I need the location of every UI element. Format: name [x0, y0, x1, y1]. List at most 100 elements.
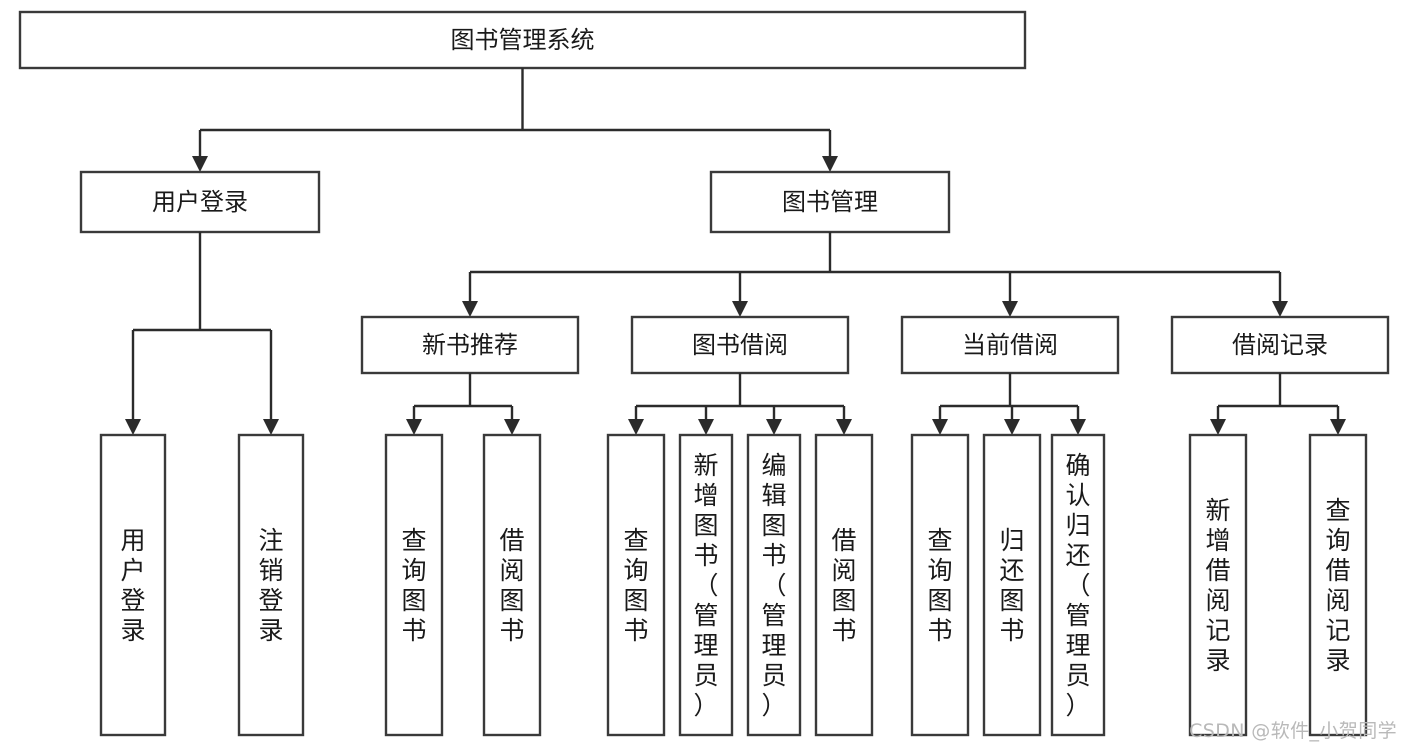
arrow-head-triangle: [192, 156, 208, 172]
leaf-label-char: 销: [258, 556, 283, 585]
arrow-head-triangle: [932, 419, 948, 435]
arrow-head-icon: [932, 406, 948, 435]
leaf-label-char: 员: [761, 661, 786, 690]
node-new-book-recommend: 新书推荐: [360, 315, 580, 375]
leaf-label-char: 借: [1325, 556, 1350, 585]
node-box-leaf-borrow-book-1: [482, 433, 542, 737]
node-label-book-borrow: 图书借阅: [692, 331, 788, 359]
leaf-label-char: 新: [693, 451, 718, 480]
arrow-head-triangle: [1330, 419, 1346, 435]
arrow-head-triangle: [125, 419, 141, 435]
arrow-head-triangle: [1210, 419, 1226, 435]
node-box-root: [18, 10, 1027, 70]
leaf-label-char: 图: [831, 586, 856, 615]
arrow-head-triangle: [698, 419, 714, 435]
node-label-new-book-recommend: 新书推荐: [422, 331, 518, 359]
arrow-head-triangle: [1004, 419, 1020, 435]
leaf-label-char: 编: [761, 451, 786, 480]
leaf-label-char: 录: [120, 616, 145, 645]
leaf-label-char: 书: [499, 616, 524, 645]
leaf-label-char: 管: [761, 601, 786, 630]
node-box-leaf-query-book-1: [384, 433, 444, 737]
leaf-label-char: 录: [1205, 646, 1230, 675]
arrow-head-icon: [822, 130, 838, 172]
node-box-leaf-confirm-return: [1050, 433, 1106, 737]
leaf-label-char: 询: [623, 556, 648, 585]
leaf-label-char: 增: [1205, 526, 1230, 555]
leaf-label-char: 归: [999, 526, 1024, 555]
arrow-head-icon: [1330, 406, 1346, 435]
leaf-label-char: 录: [1325, 646, 1350, 675]
leaf-label-char: 登: [258, 586, 283, 615]
node-leaf-user-login: 用户登录: [99, 433, 167, 737]
leaf-label-char: 增: [693, 481, 718, 510]
node-root: 图书管理系统: [18, 10, 1027, 70]
leaf-label-char: 户: [120, 556, 145, 585]
leaf-label-char: 归: [1065, 511, 1090, 540]
arrow-head-icon: [1002, 272, 1018, 317]
leaf-label-char: 询: [927, 556, 952, 585]
leaf-label-char: 阅: [499, 556, 524, 585]
node-box-book-borrow: [630, 315, 850, 375]
node-box-leaf-borrow-book-2: [814, 433, 874, 737]
arrow-head-triangle: [836, 419, 852, 435]
leaf-label-char: 图: [401, 586, 426, 615]
leaf-label-char: 查: [927, 526, 952, 555]
arrow-head-icon: [406, 406, 422, 435]
node-box-leaf-query-book-3: [910, 433, 970, 737]
arrow-head-icon: [125, 330, 141, 435]
arrow-head-icon: [462, 272, 478, 317]
leaf-label-char: （: [693, 571, 718, 600]
leaf-label-char: 录: [258, 616, 283, 645]
leaf-label-char: 理: [1065, 631, 1090, 660]
leaf-label-char: 查: [623, 526, 648, 555]
leaf-label-char: 询: [1325, 526, 1350, 555]
node-label-user-login: 用户登录: [152, 188, 248, 216]
node-box-leaf-user-logout: [237, 433, 305, 737]
leaf-label-char: （: [761, 571, 786, 600]
node-box-current-borrow: [900, 315, 1120, 375]
arrow-head-triangle: [263, 419, 279, 435]
leaf-label-char: 图: [761, 511, 786, 540]
leaf-label-char: 员: [1065, 661, 1090, 690]
node-box-leaf-add-record: [1188, 433, 1248, 737]
arrow-head-icon: [263, 330, 279, 435]
leaf-label-char: 记: [1325, 616, 1350, 645]
arrow-head-icon: [732, 272, 748, 317]
node-user-login: 用户登录: [79, 170, 321, 234]
node-box-borrow-record: [1170, 315, 1390, 375]
node-box-new-book-recommend: [360, 315, 580, 375]
leaf-label-char: 用: [120, 526, 145, 555]
leaf-label-char: 书: [831, 616, 856, 645]
arrow-head-triangle: [766, 419, 782, 435]
node-box-leaf-user-login: [99, 433, 167, 737]
node-label-root: 图书管理系统: [451, 26, 595, 54]
node-box-leaf-add-book: [678, 433, 734, 737]
arrow-head-icon: [766, 406, 782, 435]
leaf-label-char: ）: [1065, 691, 1090, 720]
arrow-head-triangle: [462, 301, 478, 317]
leaf-label-char: 理: [761, 631, 786, 660]
leaf-label-char: 记: [1205, 616, 1230, 645]
node-book-borrow: 图书借阅: [630, 315, 850, 375]
node-borrow-record: 借阅记录: [1170, 315, 1390, 375]
leaf-label-char: 图: [693, 511, 718, 540]
leaf-label-char: 还: [999, 556, 1024, 585]
arrow-head-icon: [1210, 406, 1226, 435]
leaf-label-char: 图: [999, 586, 1024, 615]
leaf-label-char: 书: [693, 541, 718, 570]
arrow-head-icon: [504, 406, 520, 435]
leaf-label-char: 查: [401, 526, 426, 555]
